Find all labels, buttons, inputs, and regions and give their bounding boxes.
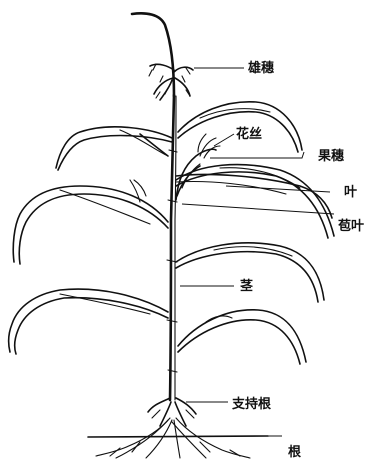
leaf-middle-left (13, 186, 168, 264)
leaf-middle-right (176, 165, 334, 238)
label-husk-leaf: 苞叶 (338, 218, 364, 234)
leader-silk (214, 134, 234, 146)
leaf-lower-left (9, 289, 168, 354)
label-stem: 茎 (240, 278, 253, 294)
label-ear: 果穗 (317, 148, 344, 164)
label-prop-root: 支持根 (231, 396, 272, 412)
leader-leaf (226, 186, 330, 192)
label-root: 根 (288, 444, 302, 460)
tassel (132, 13, 193, 100)
roots (96, 418, 250, 458)
leaf-upper-left (56, 127, 172, 170)
label-tassel: 雄穗 (247, 60, 274, 76)
leaf-bottom-right (178, 310, 306, 364)
label-leaf: 叶 (344, 185, 357, 200)
leader-husk-leaf (182, 204, 334, 214)
label-silk: 花丝 (236, 126, 262, 142)
husk-leaf (176, 174, 332, 218)
leader-ear (210, 152, 304, 158)
